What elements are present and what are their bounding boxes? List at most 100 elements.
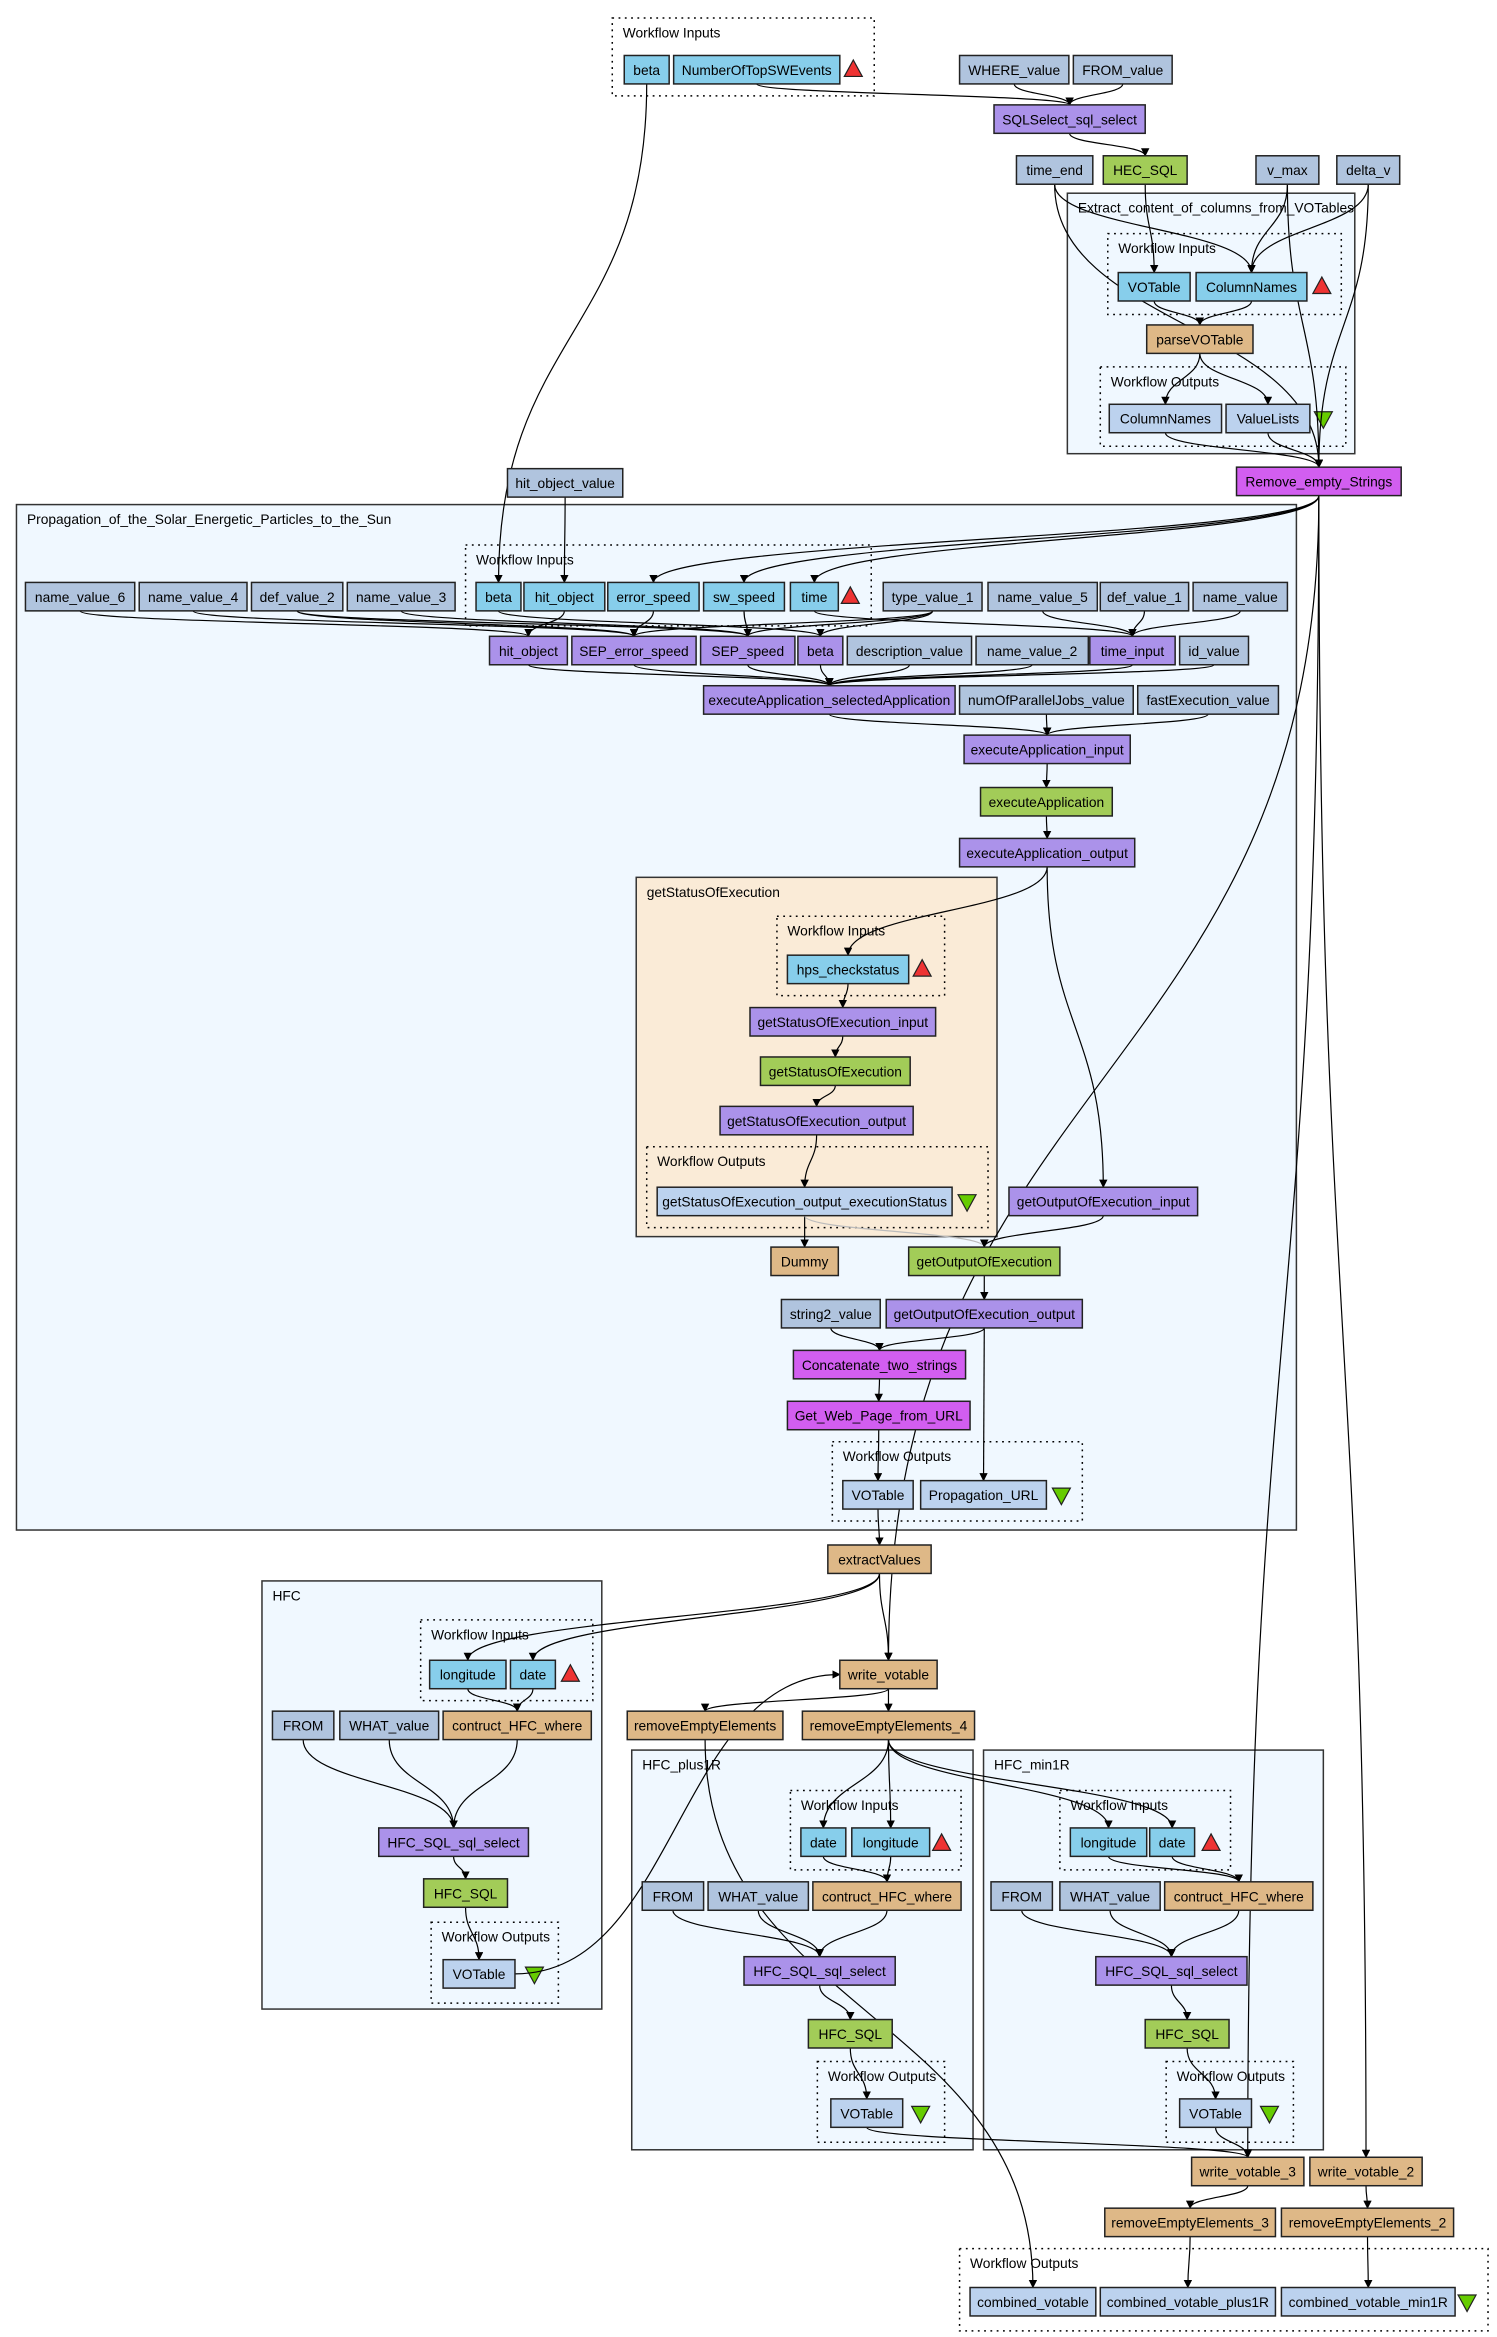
node-exec-output[interactable]: executeApplication_output	[958, 837, 1136, 868]
node-ree3[interactable]: removeEmptyElements_3	[1104, 2207, 1277, 2238]
node-num-parallel[interactable]: numOfParallelJobs_value	[958, 684, 1134, 715]
node-fast-exec[interactable]: fastExecution_value	[1136, 684, 1280, 715]
node-def-value-1[interactable]: def_value_1	[1099, 581, 1190, 612]
node-name-value-3[interactable]: name_value_3	[346, 581, 456, 612]
node-hfc-what[interactable]: WHAT_value	[339, 1710, 440, 1741]
node-p1-date[interactable]: date	[800, 1827, 847, 1858]
node-goe-input[interactable]: getOutputOfExecution_input	[1008, 1186, 1199, 1217]
node-v-max[interactable]: v_max	[1255, 155, 1320, 185]
node-combined-min1r[interactable]: combined_votable_min1R	[1280, 2286, 1456, 2317]
node-exec-app[interactable]: executeApplication	[979, 786, 1114, 817]
node-hfc-votable[interactable]: VOTable	[442, 1958, 516, 1989]
node-goe[interactable]: getOutputOfExecution	[907, 1246, 1061, 1277]
node-delta-v[interactable]: delta_v	[1336, 155, 1401, 185]
node-p1-where[interactable]: contruct_HFC_where	[812, 1881, 962, 1912]
node-p1-select[interactable]: HFC_SQL_sql_select	[743, 1955, 896, 1986]
node-in-ntop[interactable]: NumberOfTopSWEvents	[672, 54, 841, 85]
node-p1-votable[interactable]: VOTable	[830, 2098, 904, 2129]
node-m1-what[interactable]: WHAT_value	[1059, 1881, 1161, 1912]
node-hfc-longitude[interactable]: longitude	[428, 1659, 507, 1690]
node-m1-votable[interactable]: VOTable	[1178, 2098, 1253, 2129]
node-time-input[interactable]: time_input	[1089, 635, 1176, 666]
node-hec-sql[interactable]: HEC_SQL	[1102, 155, 1188, 185]
node-sep-error-speed[interactable]: SEP_error_speed	[571, 635, 697, 666]
node-gsoe-status[interactable]: getStatusOfExecution_output_executionSta…	[656, 1186, 953, 1217]
node-m1-longitude[interactable]: longitude	[1069, 1827, 1148, 1858]
node-string2-value[interactable]: string2_value	[780, 1298, 881, 1329]
node-write-votable-3[interactable]: write_votable_3	[1190, 2156, 1305, 2187]
node-from-value[interactable]: FROM_value	[1072, 54, 1173, 85]
node-sqlselect[interactable]: SQLSelect_sql_select	[993, 104, 1146, 135]
cluster-frame	[816, 2060, 946, 2144]
node-parsevotable[interactable]: parseVOTable	[1145, 324, 1254, 355]
node-hfc-date[interactable]: date	[509, 1659, 557, 1690]
node-p-out-url[interactable]: Propagation_URL	[919, 1479, 1048, 1510]
node-box	[786, 954, 910, 985]
node-p-out-votable[interactable]: VOTable	[842, 1479, 914, 1510]
node-hfc-sql[interactable]: HFC_SQL	[422, 1878, 509, 1909]
node-name-value-2[interactable]: name_value_2	[975, 635, 1090, 666]
node-p1-longitude[interactable]: longitude	[851, 1827, 931, 1858]
node-description-value[interactable]: description_value	[846, 635, 973, 666]
node-ex-colnames[interactable]: ColumnNames	[1195, 271, 1308, 302]
node-dummy[interactable]: Dummy	[770, 1246, 840, 1277]
node-where-value[interactable]: WHERE_value	[958, 54, 1070, 85]
node-write-votable-2[interactable]: write_votable_2	[1309, 2156, 1423, 2187]
node-gsoe[interactable]: getStatusOfExecution	[759, 1056, 911, 1087]
node-ree2[interactable]: removeEmptyElements_2	[1280, 2207, 1455, 2238]
node-m1-from[interactable]: FROM	[990, 1881, 1054, 1912]
node-pr-hit-object[interactable]: hit_object	[488, 635, 569, 666]
node-ex-out-colnames[interactable]: ColumnNames	[1108, 403, 1223, 434]
node-hfc-select[interactable]: HFC_SQL_sql_select	[377, 1827, 530, 1858]
node-p-time[interactable]: time	[789, 581, 840, 612]
node-name-value-4[interactable]: name_value_4	[138, 581, 248, 612]
edge-hfc-where-to-hfc-select	[449, 1739, 518, 1829]
node-write-votable[interactable]: write_votable	[839, 1659, 938, 1690]
node-m1-sql[interactable]: HFC_SQL	[1144, 2018, 1230, 2049]
node-m1-date[interactable]: date	[1148, 1827, 1196, 1858]
node-time-end[interactable]: time_end	[1015, 155, 1094, 185]
node-p-sw-speed[interactable]: sw_speed	[702, 581, 786, 612]
node-type-value-1[interactable]: type_value_1	[882, 581, 983, 612]
node-remove-empty[interactable]: Remove_empty_Strings	[1235, 466, 1402, 497]
node-name-value[interactable]: name_value	[1192, 581, 1289, 612]
node-ex-out-valuelists[interactable]: ValueLists	[1225, 403, 1311, 434]
node-hit-object-value[interactable]: hit_object_value	[506, 467, 624, 498]
node-ree[interactable]: removeEmptyElements	[626, 1710, 784, 1741]
node-pr-beta[interactable]: beta	[797, 635, 844, 666]
edge-p-time-to-time-input	[813, 610, 1137, 638]
node-m1-where[interactable]: contruct_HFC_where	[1163, 1881, 1314, 1912]
node-name-value-5[interactable]: name_value_5	[987, 581, 1099, 612]
node-sep-speed[interactable]: SEP_speed	[699, 635, 796, 666]
node-in-beta[interactable]: beta	[623, 54, 670, 85]
node-combined-plus1r[interactable]: combined_votable_plus1R	[1099, 2286, 1277, 2317]
node-p1-from[interactable]: FROM	[641, 1881, 705, 1912]
node-m1-select[interactable]: HFC_SQL_sql_select	[1095, 1955, 1248, 1986]
node-exec-input[interactable]: executeApplication_input	[963, 734, 1131, 765]
node-p1-sql[interactable]: HFC_SQL	[807, 2018, 893, 2049]
node-box	[846, 635, 973, 666]
node-extract-values[interactable]: extractValues	[827, 1544, 932, 1575]
node-getweb[interactable]: Get_Web_Page_from_URL	[786, 1400, 971, 1431]
node-name-value-6[interactable]: name_value_6	[24, 581, 136, 612]
node-ex-votable[interactable]: VOTable	[1117, 271, 1191, 302]
node-gsoe-input[interactable]: getStatusOfExecution_input	[749, 1006, 937, 1037]
node-hps-checkstatus[interactable]: hps_checkstatus	[786, 954, 910, 985]
node-p-beta[interactable]: beta	[475, 581, 522, 612]
node-label: name_value	[1203, 590, 1278, 605]
node-p1-what[interactable]: WHAT_value	[707, 1881, 810, 1912]
node-ree4[interactable]: removeEmptyElements_4	[801, 1710, 976, 1741]
node-exec-selected[interactable]: executeApplication_selectedApplication	[702, 684, 956, 715]
node-gsoe-output[interactable]: getStatusOfExecution_output	[719, 1105, 914, 1136]
node-combined-votable[interactable]: combined_votable	[969, 2286, 1097, 2317]
node-hfc-where[interactable]: contruct_HFC_where	[442, 1710, 593, 1741]
node-concat[interactable]: Concatenate_two_strings	[792, 1349, 967, 1380]
node-goe-output[interactable]: getOutputOfExecution_output	[885, 1298, 1084, 1329]
node-label: name_value_3	[356, 590, 447, 605]
edge-in-beta-to-p-beta	[494, 83, 648, 584]
node-p-error-speed[interactable]: error_speed	[607, 581, 700, 612]
node-p-hit-object[interactable]: hit_object	[523, 581, 606, 612]
node-hfc-from[interactable]: FROM	[271, 1710, 335, 1741]
node-id-value[interactable]: id_value	[1178, 635, 1250, 666]
node-def-value-2[interactable]: def_value_2	[250, 581, 344, 612]
